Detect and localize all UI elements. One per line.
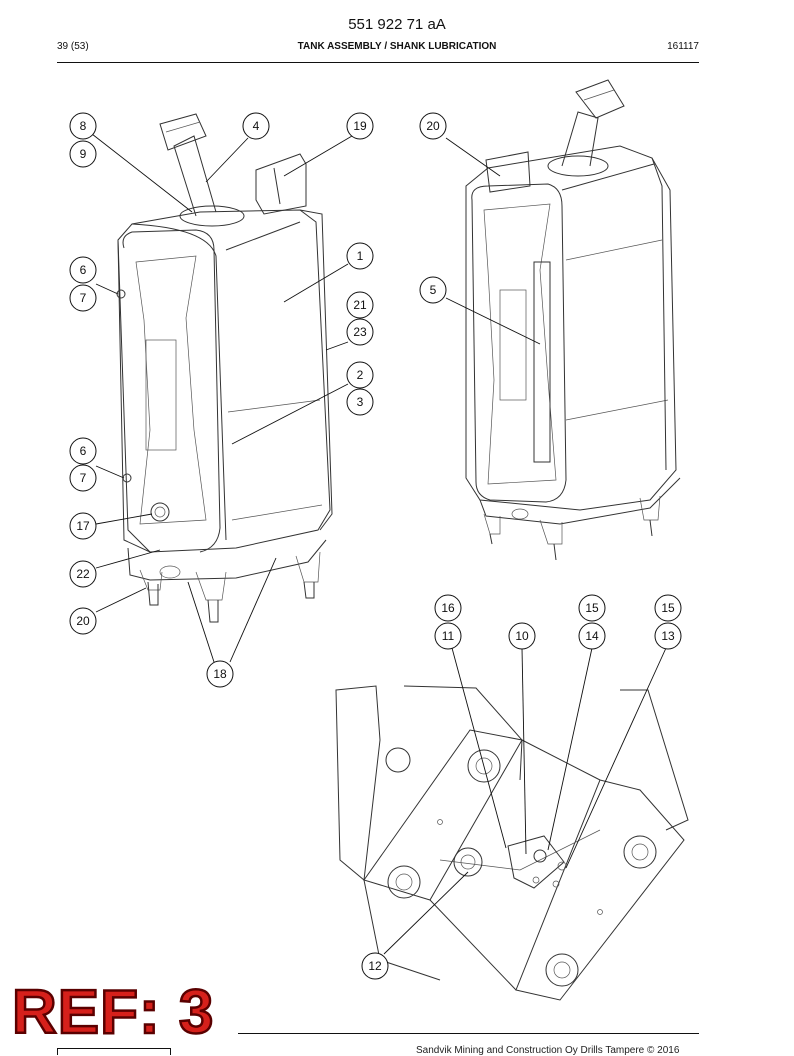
svg-text:10: 10: [515, 629, 529, 643]
callout-9: 9: [69, 140, 97, 168]
callout-7-upper: 7: [69, 284, 97, 312]
callout-2: 2: [346, 361, 374, 389]
svg-text:6: 6: [80, 444, 87, 458]
svg-text:17: 17: [76, 519, 90, 533]
callout-8: 8: [69, 112, 97, 140]
callout-12: 12: [361, 952, 389, 980]
svg-text:15: 15: [661, 601, 675, 615]
callout-19: 19: [346, 112, 374, 140]
svg-text:21: 21: [353, 298, 367, 312]
svg-text:16: 16: [441, 601, 455, 615]
svg-text:14: 14: [585, 629, 599, 643]
left-tank-illustration: [116, 113, 333, 623]
leader-lines: [91, 133, 667, 955]
svg-text:15: 15: [585, 601, 599, 615]
svg-text:18: 18: [213, 667, 227, 681]
svg-text:3: 3: [357, 395, 364, 409]
page-title: TANK ASSEMBLY / SHANK LUBRICATION: [297, 41, 497, 52]
callout-3: 3: [346, 388, 374, 416]
svg-text:4: 4: [253, 119, 260, 133]
callout-17: 17: [69, 512, 97, 540]
callout-6-upper: 6: [69, 256, 97, 284]
callout-15-b: 15: [654, 594, 682, 622]
svg-text:23: 23: [353, 325, 367, 339]
ref-stamp: REF: 3: [11, 978, 215, 1047]
footer-copyright: Sandvik Mining and Construction Oy Drill…: [416, 1045, 680, 1056]
svg-text:19: 19: [353, 119, 367, 133]
callout-14: 14: [578, 622, 606, 650]
callout-20-bottom: 20: [69, 607, 97, 635]
callout-1: 1: [346, 242, 374, 270]
sandvik-logo: [57, 1048, 171, 1055]
svg-text:7: 7: [80, 471, 87, 485]
footer-rule: [238, 1033, 699, 1034]
svg-text:13: 13: [661, 629, 675, 643]
callout-18: 18: [206, 660, 234, 688]
document-number: 551 922 71 aA: [348, 16, 446, 33]
svg-text:5: 5: [430, 283, 437, 297]
callout-6-lower: 6: [69, 437, 97, 465]
callout-15-a: 15: [578, 594, 606, 622]
svg-text:20: 20: [76, 614, 90, 628]
callout-16: 16: [434, 594, 462, 622]
svg-text:9: 9: [80, 147, 87, 161]
callout-23: 23: [346, 318, 374, 346]
right-tank-illustration: [465, 79, 681, 561]
callout-5: 5: [419, 276, 447, 304]
page-number: 39 (53): [57, 41, 89, 52]
svg-text:20: 20: [426, 119, 440, 133]
callout-13: 13: [654, 622, 682, 650]
callout-7-lower: 7: [69, 464, 97, 492]
svg-text:7: 7: [80, 291, 87, 305]
svg-text:6: 6: [80, 263, 87, 277]
svg-text:2: 2: [357, 368, 364, 382]
callout-10: 10: [508, 622, 536, 650]
header-rule: [57, 62, 699, 63]
callout-4: 4: [242, 112, 270, 140]
callout-22: 22: [69, 560, 97, 588]
callout-20-top: 20: [419, 112, 447, 140]
date-code: 161117: [667, 41, 699, 52]
svg-text:12: 12: [368, 959, 382, 973]
bottom-detail-illustration: [335, 685, 689, 1001]
callout-11: 11: [434, 622, 462, 650]
svg-text:8: 8: [80, 119, 87, 133]
svg-text:22: 22: [76, 567, 90, 581]
svg-text:1: 1: [357, 249, 364, 263]
svg-text:11: 11: [442, 629, 455, 643]
callout-21: 21: [346, 291, 374, 319]
